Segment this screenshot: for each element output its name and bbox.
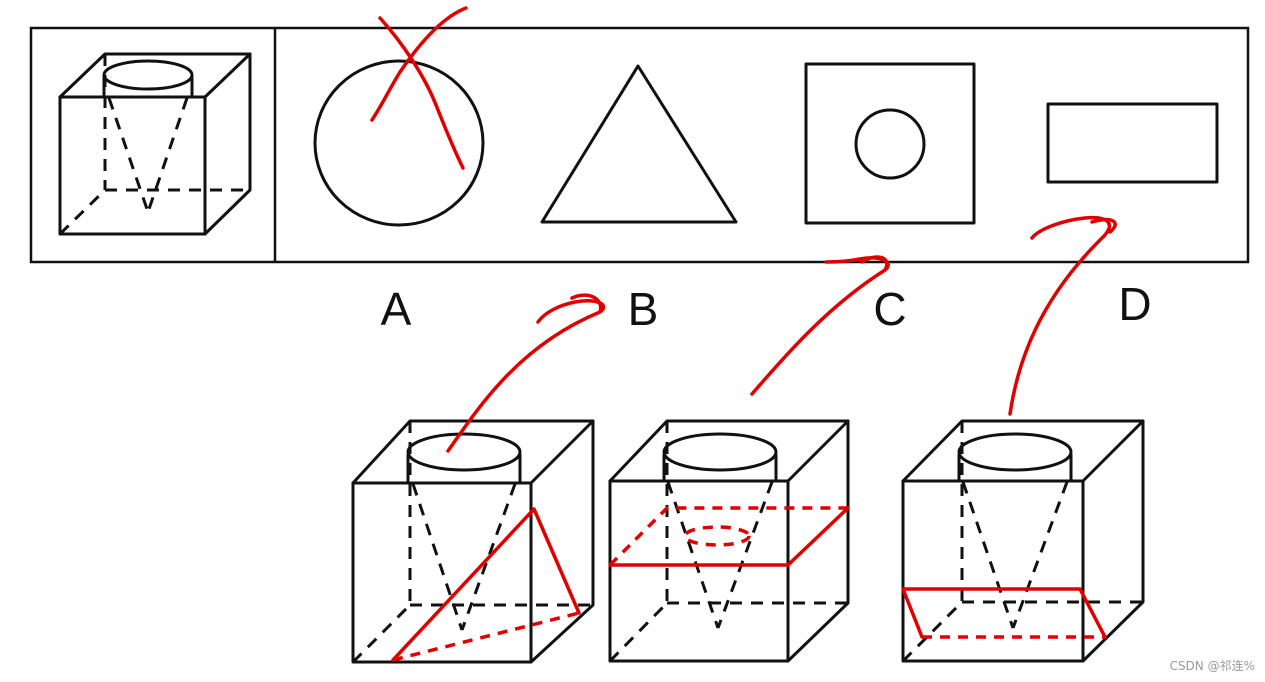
triangle-shape bbox=[540, 64, 738, 224]
circle-shape bbox=[313, 59, 485, 227]
option-label-d: D bbox=[1118, 278, 1151, 330]
rectangle-shape bbox=[1046, 102, 1219, 184]
triangle-section-solid bbox=[391, 507, 581, 662]
option-label-b: B bbox=[628, 283, 659, 335]
cone-base-ellipse bbox=[102, 59, 194, 91]
section-cube-square-circle bbox=[608, 419, 850, 663]
triangle-section-dashed bbox=[392, 611, 580, 662]
cross-mark-stroke-2 bbox=[370, 6, 468, 122]
inner-circle-shape bbox=[854, 108, 926, 180]
circle-section-dashed bbox=[683, 525, 751, 547]
arrow-to-b bbox=[446, 293, 606, 453]
cross-mark-stroke-1 bbox=[378, 16, 465, 170]
square-section-dashed bbox=[608, 506, 848, 567]
cone-edge-right bbox=[146, 97, 189, 213]
option-a-figure bbox=[313, 6, 485, 227]
cone-edge-left bbox=[107, 97, 150, 213]
square-shape bbox=[804, 62, 976, 225]
arrow-to-d bbox=[1008, 215, 1117, 416]
watermark: CSDN @祁连% bbox=[1169, 659, 1255, 673]
reference-cube bbox=[58, 52, 252, 236]
section-cube-triangle bbox=[351, 419, 595, 664]
section-cube-rectangle bbox=[901, 419, 1145, 663]
option-c-figure bbox=[804, 62, 976, 225]
arrow-to-c bbox=[750, 255, 890, 396]
option-label-c: C bbox=[873, 283, 906, 335]
square-section-solid bbox=[608, 506, 850, 567]
question-frame bbox=[29, 26, 1250, 264]
rectangle-section-solid bbox=[901, 587, 1107, 639]
option-label-a: A bbox=[381, 283, 412, 335]
